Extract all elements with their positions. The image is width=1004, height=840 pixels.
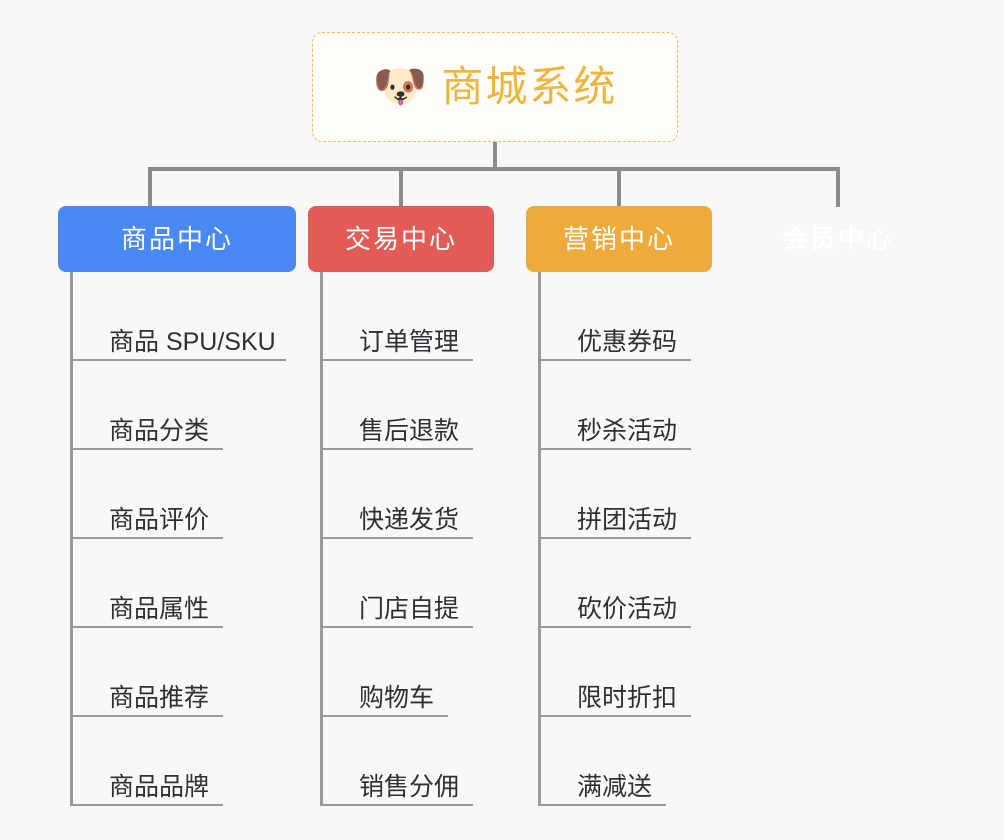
leaf-item-label: 商品分类 (109, 417, 210, 445)
leaf-item-underline (541, 537, 691, 539)
leaf-item-label: 商品 SPU/SKU (109, 328, 276, 356)
leaf-item-label: 销售分佣 (359, 773, 460, 801)
branch-marketing-center: 营销中心 优惠券码秒杀活动拼团活动砍价活动限时折扣满减送 (526, 206, 712, 806)
leaf-item-underline (73, 537, 223, 539)
leaf-item-underline (323, 804, 473, 806)
leaf-item[interactable]: 商品评价 (73, 450, 296, 539)
leaf-item-label: 购物车 (359, 684, 435, 712)
branch-label: 营销中心 (562, 224, 675, 254)
leaf-item-underline (323, 448, 473, 450)
leaf-item-underline (73, 448, 223, 450)
leaf-item-underline (541, 448, 691, 450)
leaf-item-underline (73, 804, 223, 806)
leaf-item-underline (541, 626, 691, 628)
leaf-item[interactable]: 秒杀活动 (541, 361, 712, 450)
branch-trade-center: 交易中心 订单管理售后退款快递发货门店自提购物车销售分佣 (308, 206, 494, 806)
root-title: 商城系统 (441, 63, 618, 110)
leaf-list-trade-center: 订单管理售后退款快递发货门店自提购物车销售分佣 (320, 272, 494, 806)
leaf-item-label: 门店自提 (359, 595, 460, 623)
leaf-item[interactable]: 门店自提 (323, 539, 494, 628)
leaf-item[interactable]: 售后退款 (323, 361, 494, 450)
leaf-item-label: 满减送 (577, 773, 653, 801)
leaf-list-marketing-center: 优惠券码秒杀活动拼团活动砍价活动限时折扣满减送 (538, 272, 712, 806)
leaf-item[interactable]: 优惠券码 (541, 272, 712, 361)
leaf-item-label: 订单管理 (359, 328, 460, 356)
leaf-item[interactable]: 商品推荐 (73, 628, 296, 717)
leaf-item-underline (323, 626, 473, 628)
branch-header-marketing-center[interactable]: 营销中心 (526, 206, 712, 272)
root-node[interactable]: 🐶 商城系统 (312, 32, 678, 142)
leaf-item-underline (73, 359, 286, 361)
leaf-item-underline (541, 804, 666, 806)
leaf-item[interactable]: 销售分佣 (323, 717, 494, 806)
dog-face-icon: 🐶 (372, 62, 428, 111)
connector-drop-1 (148, 167, 152, 207)
leaf-item-label: 商品评价 (109, 506, 210, 534)
leaf-item[interactable]: 订单管理 (323, 272, 494, 361)
leaf-item-label: 商品品牌 (109, 773, 210, 801)
leaf-item-underline (323, 715, 448, 717)
branch-label: 会员中心 (781, 224, 894, 254)
leaf-item[interactable]: 商品 SPU/SKU (73, 272, 296, 361)
leaf-item[interactable]: 快递发货 (323, 450, 494, 539)
connector-drop-3 (617, 167, 621, 207)
branch-label: 交易中心 (344, 224, 457, 254)
leaf-item[interactable]: 商品分类 (73, 361, 296, 450)
leaf-item[interactable]: 商品品牌 (73, 717, 296, 806)
leaf-item[interactable]: 砍价活动 (541, 539, 712, 628)
leaf-item[interactable]: 购物车 (323, 628, 494, 717)
branch-header-product-center[interactable]: 商品中心 (58, 206, 296, 272)
leaf-item-label: 快递发货 (359, 506, 460, 534)
leaf-item-label: 秒杀活动 (577, 417, 678, 445)
leaf-item-label: 优惠券码 (577, 328, 678, 356)
leaf-item-label: 售后退款 (359, 417, 460, 445)
leaf-item-underline (541, 715, 691, 717)
leaf-item-label: 砍价活动 (577, 595, 678, 623)
branch-member-center: 会员中心 (745, 206, 931, 272)
connector-horizontal-bus (150, 167, 840, 171)
leaf-item-underline (541, 359, 691, 361)
branch-header-trade-center[interactable]: 交易中心 (308, 206, 494, 272)
leaf-item-label: 限时折扣 (577, 684, 678, 712)
connector-drop-4 (836, 167, 840, 207)
leaf-item[interactable]: 满减送 (541, 717, 712, 806)
leaf-item-underline (323, 359, 473, 361)
leaf-item[interactable]: 限时折扣 (541, 628, 712, 717)
leaf-item-underline (73, 626, 223, 628)
leaf-item[interactable]: 商品属性 (73, 539, 296, 628)
leaf-item[interactable]: 拼团活动 (541, 450, 712, 539)
connector-drop-2 (399, 167, 403, 207)
leaf-list-product-center: 商品 SPU/SKU 商品分类商品评价商品属性商品推荐商品品牌 (70, 272, 296, 806)
leaf-item-underline (323, 537, 473, 539)
leaf-item-underline (73, 715, 223, 717)
connector-root-stem (493, 142, 497, 170)
branch-label: 商品中心 (120, 224, 233, 254)
leaf-item-label: 商品推荐 (109, 684, 210, 712)
leaf-item-label: 拼团活动 (577, 506, 678, 534)
leaf-item-label: 商品属性 (109, 595, 210, 623)
branch-product-center: 商品中心 商品 SPU/SKU 商品分类商品评价商品属性商品推荐商品品牌 (58, 206, 296, 806)
branch-header-member-center[interactable]: 会员中心 (745, 206, 931, 272)
